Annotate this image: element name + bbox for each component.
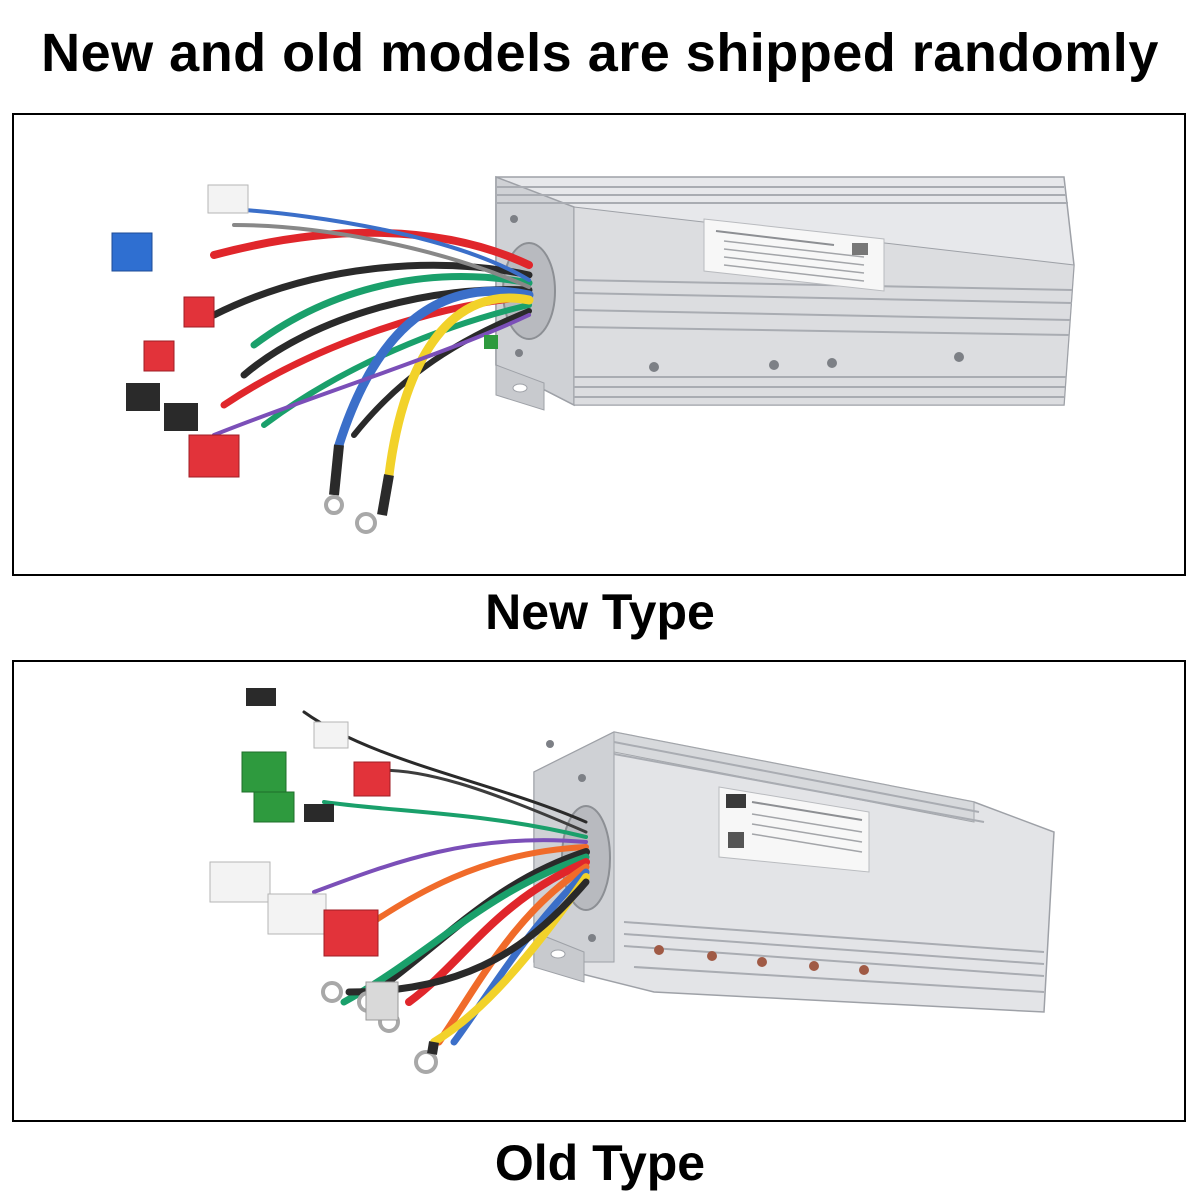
new-type-caption: New Type [485,584,715,640]
old-controller-label-sticker [718,786,870,873]
new-type-panel [12,113,1186,576]
old-type-caption: Old Type [494,1135,706,1191]
new-controller-wires [210,208,534,480]
new-controller-housing [495,175,1075,411]
new-controller-ring-terminals [324,444,394,534]
new-type-controller-image [111,175,1075,534]
new-controller-connectors [111,184,498,478]
old-controller-housing [533,731,1055,1013]
new-controller-label-sticker [703,218,885,292]
old-type-controller-image [209,688,1055,1074]
old-type-panel [12,660,1186,1122]
old-controller-connectors [209,688,399,1021]
page-headline: New and old models are shipped randomly [41,23,1159,83]
old-controller-wires [302,710,590,1046]
